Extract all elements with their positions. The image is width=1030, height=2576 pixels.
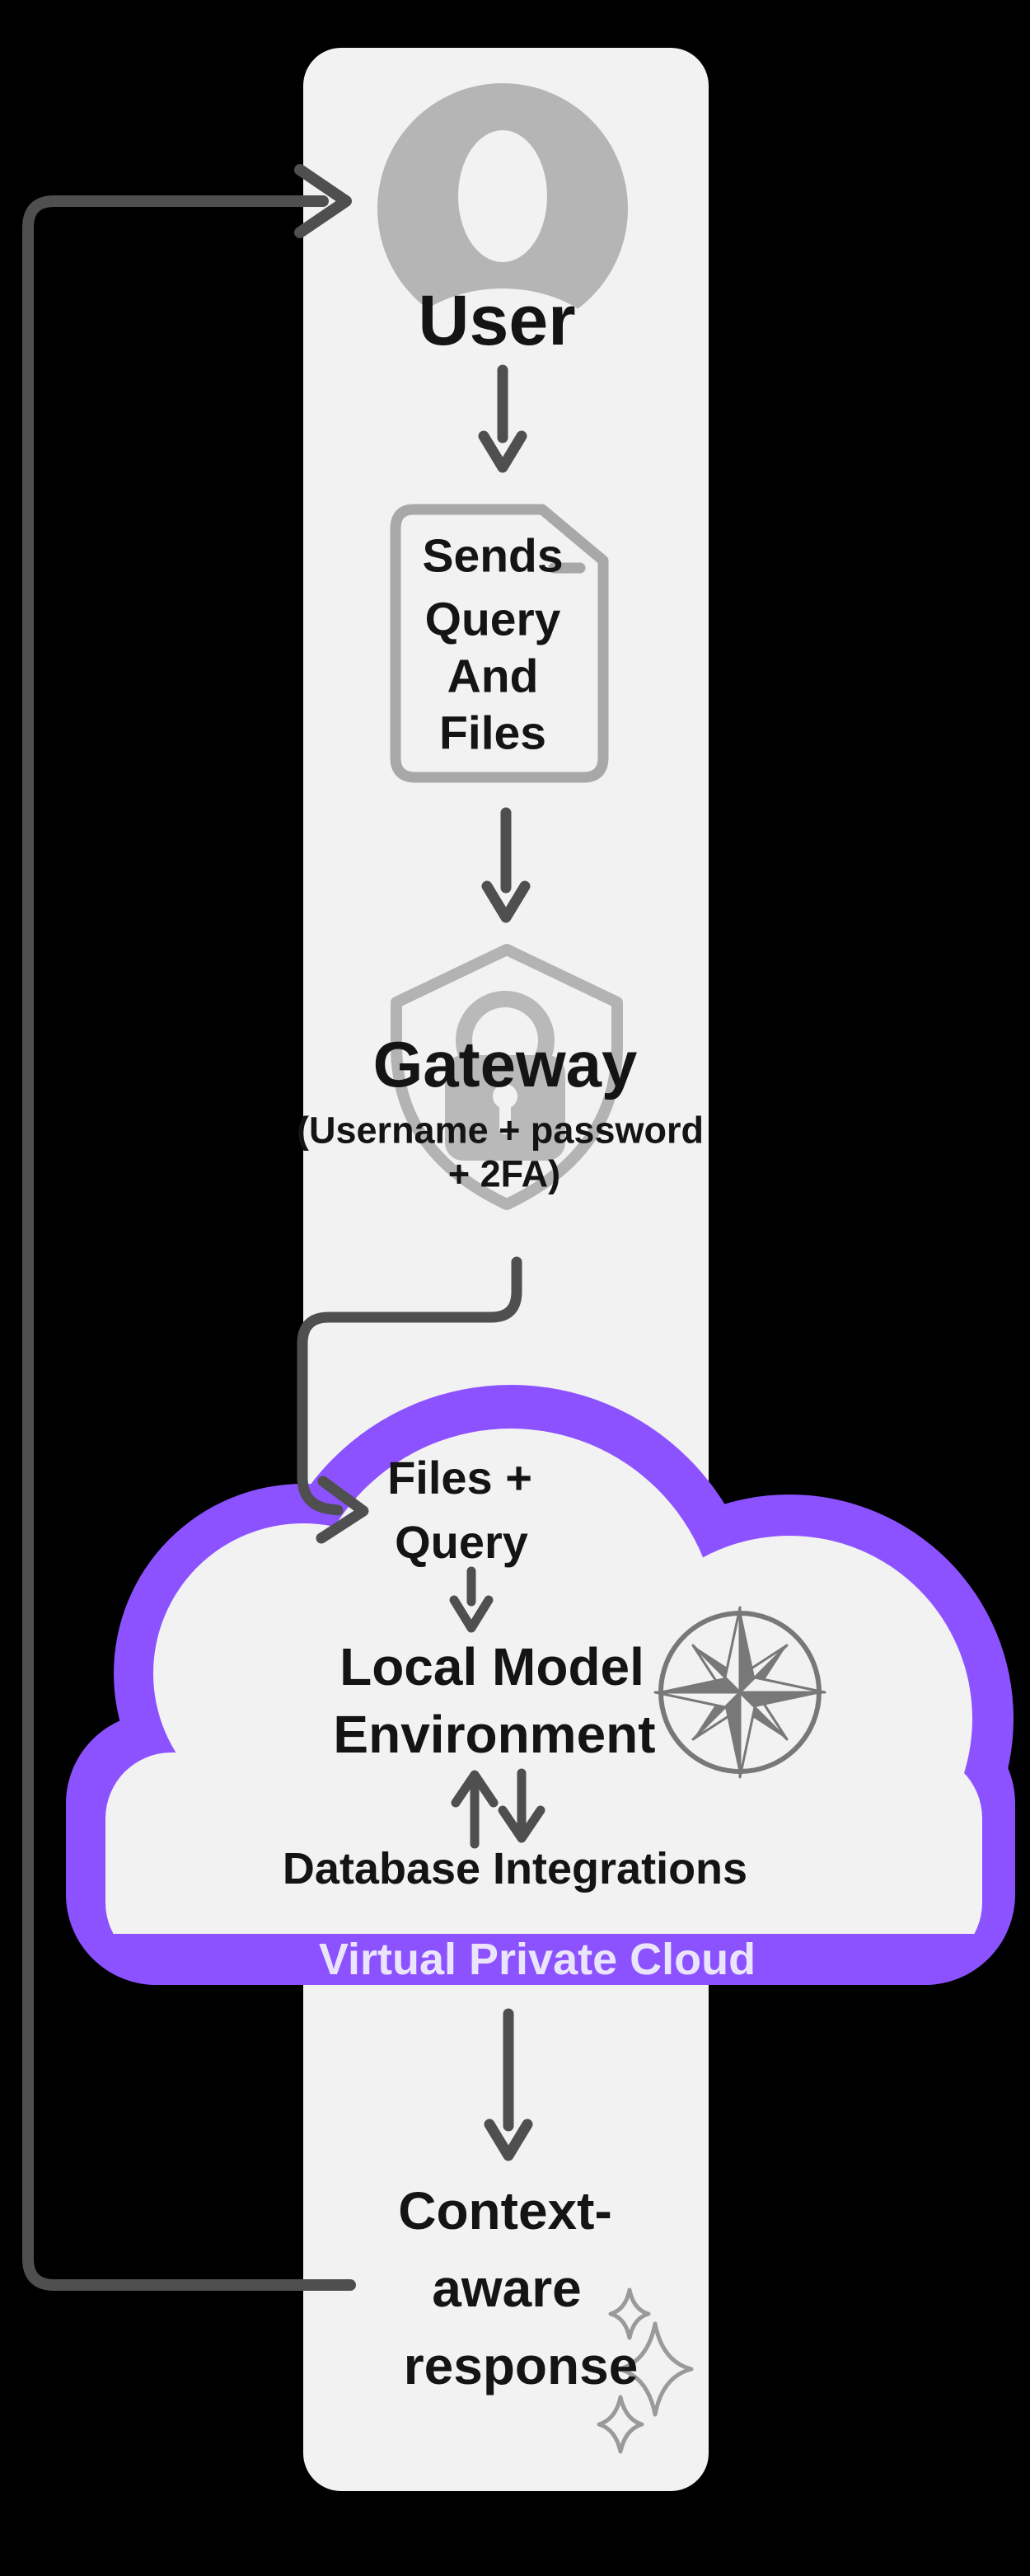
- user-node-label: User: [418, 281, 576, 360]
- compass-icon: [653, 1606, 826, 1779]
- arrow-query-to-model: [449, 1566, 494, 1633]
- response-label-line3: response: [403, 2336, 639, 2395]
- cloud-payload-line2: Query: [395, 1516, 528, 1568]
- response-label-line2: aware: [432, 2259, 582, 2318]
- vpc-band: [66, 1934, 1015, 1985]
- arrow-model-database-up: [451, 1770, 499, 1849]
- cloud-payload-line1: Files +: [387, 1452, 532, 1504]
- gateway-auth-line2: + 2FA): [447, 1152, 561, 1195]
- document-label-line1: Sends: [422, 529, 564, 583]
- arrow-document-to-gateway: [481, 807, 531, 923]
- response-to-user-loop-arrow: [22, 164, 356, 2291]
- gateway-to-cloud-connector-arrow: [297, 1256, 522, 1544]
- arrow-cloud-to-response: [484, 2008, 533, 2161]
- database-integrations-label: Database Integrations: [282, 1844, 748, 1893]
- document-icon: [390, 504, 609, 783]
- document-label-line3: And: [447, 650, 539, 703]
- shield-icon: [391, 944, 623, 1210]
- virtual-private-cloud-shape: [66, 1385, 1015, 1985]
- arrow-model-database-down: [498, 1768, 545, 1843]
- local-model-label-line1: Local Model: [339, 1637, 644, 1696]
- arrow-user-to-document: [478, 364, 527, 473]
- vpc-band-label: Virtual Private Cloud: [318, 1935, 756, 1984]
- local-model-label-line2: Environment: [333, 1705, 656, 1764]
- gateway-auth-line1: (Username + password: [297, 1109, 704, 1152]
- sparkles-icon: [597, 2287, 694, 2454]
- document-label-line4: Files: [439, 706, 546, 760]
- lock-icon: [445, 991, 565, 1161]
- document-label-line2: Query: [424, 593, 561, 646]
- gateway-node-title: Gateway: [372, 1028, 638, 1100]
- response-label-line1: Context-: [398, 2181, 612, 2241]
